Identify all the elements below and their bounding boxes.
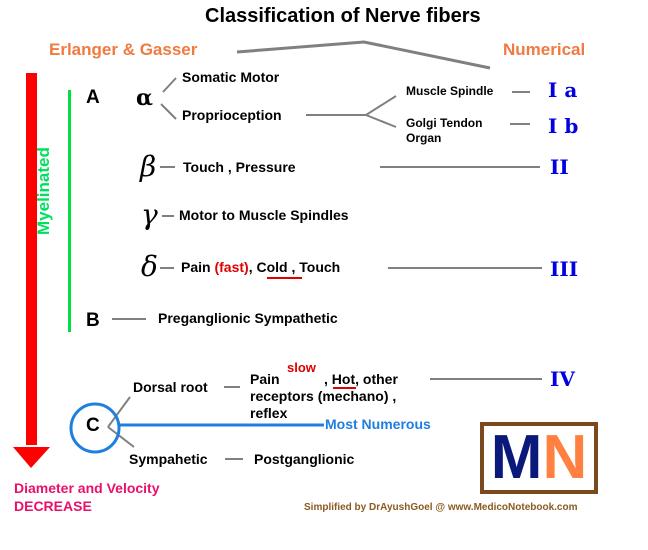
delta-comma: ,: [248, 259, 253, 275]
postganglionic-text: Postganglionic: [254, 451, 355, 467]
diagram-title: Classification of Nerve fibers: [205, 5, 481, 27]
golgi-line2: Organ: [406, 131, 442, 145]
beta-symbol: β: [140, 150, 157, 183]
hot-line: , Hot, other: [324, 371, 398, 387]
logo-m: M: [490, 423, 543, 492]
decrease-arrow-head: [13, 447, 50, 468]
numeral-ia: I a: [548, 78, 578, 102]
sympathetic-text: Sympahetic: [129, 451, 208, 467]
numerical-heading: Numerical: [503, 40, 586, 59]
erlanger-gasser-heading: Erlanger & Gasser: [49, 40, 198, 59]
group-b-label: B: [86, 310, 100, 331]
pain-text: Pain: [181, 259, 211, 275]
numeral-iv: IV: [550, 367, 575, 391]
split-spindle-line: [365, 95, 397, 116]
logo-n: N: [542, 423, 588, 492]
reflex-text: reflex: [250, 405, 288, 421]
muscle-spindle-text: Muscle Spindle: [406, 84, 494, 98]
alpha-somatic-line: [162, 77, 177, 93]
decrease-arrow-shaft: [26, 73, 37, 445]
golgi-line1: Golgi Tendon: [406, 116, 483, 130]
alpha-proprio-line: [160, 103, 177, 120]
c-pain-text: Pain: [250, 371, 280, 387]
c-dorsal-branch: [107, 396, 131, 428]
hot-comma: ,: [324, 371, 328, 387]
split-golgi-line: [365, 114, 397, 128]
title-branch-line: [236, 40, 491, 70]
myelinated-label: Myelinated: [34, 147, 53, 235]
slow-text: slow: [287, 360, 316, 375]
gamma-symbol: γ: [141, 198, 158, 231]
c-symp-branch: [107, 426, 135, 448]
cold-text: Cold: [256, 259, 288, 275]
numeral-ii: II: [550, 155, 569, 179]
alpha-symbol: α: [136, 85, 153, 111]
c-circle: [69, 402, 121, 454]
receptors-text: receptors (mechano) ,: [250, 388, 397, 404]
proprioception-text: Proprioception: [182, 107, 282, 123]
group-c-label: C: [86, 415, 100, 436]
delta-symbol: δ: [141, 250, 158, 283]
credit-text: Simplified by DrAyushGoel @ www.MedicoNo…: [304, 502, 578, 513]
somatic-motor-text: Somatic Motor: [182, 69, 280, 85]
numeral-ib: I b: [548, 114, 579, 138]
gamma-text: Motor to Muscle Spindles: [179, 207, 349, 223]
group-a-label: A: [86, 87, 100, 108]
most-numerous-text: Most Numerous: [325, 416, 431, 432]
decrease-line1: Diameter and Velocity: [14, 480, 160, 496]
fast-text: (fast): [214, 259, 249, 275]
hot-text: Hot: [331, 371, 356, 387]
delta-text: Pain (fast), Cold , Touch: [181, 259, 340, 275]
myelinated-bar: [68, 90, 71, 332]
numeral-iii: III: [550, 257, 579, 281]
other-text: , other: [355, 371, 398, 387]
preganglionic-text: Preganglionic Sympathetic: [158, 310, 338, 326]
decrease-label: Diameter and Velocity DECREASE: [14, 479, 160, 515]
touch-text: , Touch: [291, 259, 341, 275]
touch-pressure-text: Touch , Pressure: [183, 159, 296, 175]
dorsal-root-text: Dorsal root: [133, 379, 208, 395]
decrease-line2: DECREASE: [14, 498, 92, 514]
golgi-tendon-text: Golgi Tendon Organ: [406, 116, 482, 146]
